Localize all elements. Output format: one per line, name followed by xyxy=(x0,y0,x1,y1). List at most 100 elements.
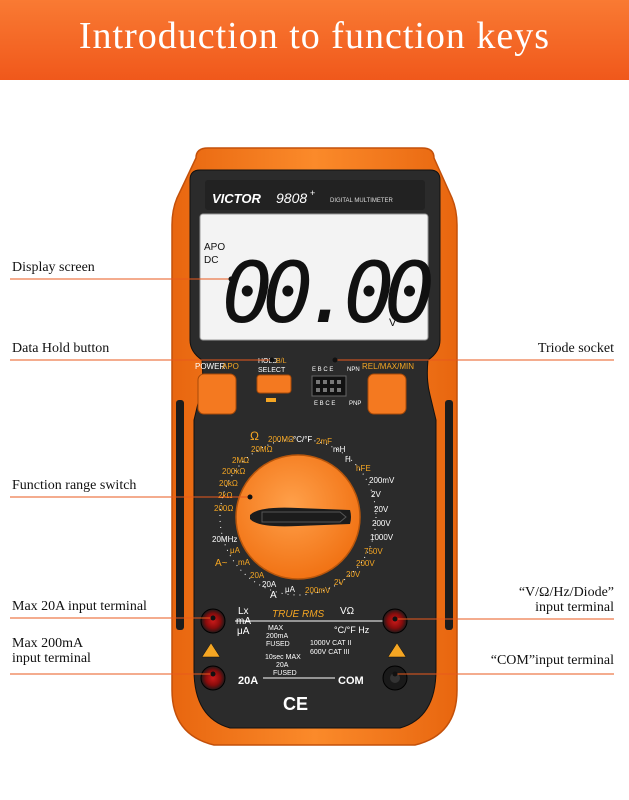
callout-v-ohm-line2: input terminal xyxy=(535,600,614,615)
switch-pointer-grip xyxy=(250,507,351,527)
callout-max-20a: Max 20A input terminal xyxy=(12,599,147,614)
dial-200ohm: 200Ω xyxy=(214,504,233,513)
dial-200kohm: 200kΩ xyxy=(222,467,245,476)
dial-200mv-ac: 200mV xyxy=(305,586,331,595)
backlight-icon xyxy=(266,398,276,402)
max-line3: FUSED xyxy=(266,641,290,648)
callout-max-200ma-line2: input terminal xyxy=(12,651,91,666)
fused10-line1: 10sec MAX xyxy=(265,654,301,661)
dial-ma: mA xyxy=(238,558,251,567)
hold-key-label: HOLD xyxy=(258,358,277,365)
max-200ma-ua-jack[interactable] xyxy=(200,608,226,634)
fused10-line2: 20A xyxy=(276,662,289,669)
com-jack-core xyxy=(390,673,400,683)
callout-leader-lines xyxy=(10,278,614,675)
terminal-20a-label: 20A xyxy=(238,675,258,687)
banner-title: Introduction to function keys xyxy=(78,15,551,57)
max-line1: MAX xyxy=(268,625,284,632)
dial-a-ac: A~ xyxy=(215,558,228,569)
right-grip xyxy=(445,400,453,630)
model-suffix: + xyxy=(310,188,315,198)
dial-hfe: hFE xyxy=(356,464,371,473)
switch-pointer-ridges xyxy=(261,511,347,523)
header-plate xyxy=(205,180,425,210)
dial-2v-ac: 2V xyxy=(334,578,344,587)
callout-max-200ma-line1: Max 200mA xyxy=(12,636,84,651)
dial-2v-dc: 2V xyxy=(371,490,381,499)
dial-temp: °C/°F xyxy=(293,435,312,444)
display-screen xyxy=(199,213,429,341)
c-f-hz-label: °C/°F Hz xyxy=(334,625,370,635)
dial-omega: Ω xyxy=(250,429,259,443)
ua-label: μA xyxy=(237,626,250,637)
triode-socket[interactable] xyxy=(311,375,347,397)
callout-display-screen: Display screen xyxy=(12,260,95,275)
dial-20v-dc: 20V xyxy=(374,505,389,514)
lx-label: Lx xyxy=(238,606,249,617)
warning-icon-right xyxy=(387,642,407,658)
triode-socket-holes xyxy=(316,380,341,392)
dial-20kohm: 20kΩ xyxy=(219,479,238,488)
cat-rating-1: 1000V CAT II xyxy=(310,640,351,647)
dial-tick-ring xyxy=(219,438,377,596)
rel-max-min-button[interactable] xyxy=(367,373,407,415)
meter-subtitle: DIGITAL MULTIMETER xyxy=(330,198,394,204)
dial-a-dc: A xyxy=(270,590,277,601)
rel-key-label: REL/MAX/MIN xyxy=(362,362,414,371)
callout-function-switch: Function range switch xyxy=(12,478,137,493)
power-key-label: POWER xyxy=(195,362,225,371)
pnp-label: PNP xyxy=(349,401,361,407)
npn-pin-labels: E B C E xyxy=(312,367,333,373)
callout-dots xyxy=(210,276,398,677)
dial-1000v-dc: 1000V xyxy=(370,533,394,542)
ce-mark: CE xyxy=(283,694,308,714)
brand-logo: VICTOR xyxy=(212,191,261,206)
select-key-label: SELECT xyxy=(258,367,286,374)
cat-rating-2: 600V CAT III xyxy=(310,649,349,656)
callout-triode-socket: Triode socket xyxy=(537,341,614,356)
dial-ua: μA xyxy=(230,546,241,555)
lcd-reading: 00.00 xyxy=(222,244,431,342)
dial-200mohm: 200MΩ xyxy=(268,435,294,444)
npn-label: NPN xyxy=(347,367,360,373)
dial-ua-low: μA xyxy=(285,585,296,594)
dial-scale: Ω 200MΩ °C/°F 2mF 20MΩ 2MΩ 200kΩ 20kΩ 2k… xyxy=(212,429,395,601)
terminal-com-label: COM xyxy=(338,675,364,687)
hold-key-bl: B/L xyxy=(276,358,287,365)
dial-200mv-dc: 200mV xyxy=(369,476,395,485)
dial-200v-dc: 200V xyxy=(372,519,391,528)
dial-20a: 20A xyxy=(250,571,265,580)
dial-20a-low: 20A xyxy=(262,580,277,589)
fused10-line3: FUSED xyxy=(273,670,297,677)
v-ohm-label: VΩ xyxy=(340,606,355,617)
max-20a-jack[interactable] xyxy=(200,665,226,691)
power-key-apo: APO xyxy=(222,362,239,371)
dial-750v: 750V xyxy=(364,547,383,556)
dial-h: H xyxy=(345,455,351,464)
dial-2mohm: 2MΩ xyxy=(232,456,249,465)
warning-icon-left xyxy=(201,642,221,658)
dial-200v-ac: 200V xyxy=(356,559,375,568)
dial-20v-ac: 20V xyxy=(346,570,361,579)
title-banner: Introduction to function keys xyxy=(0,0,629,80)
callout-data-hold: Data Hold button xyxy=(12,341,110,356)
ma-label: mA xyxy=(236,616,251,627)
left-grip xyxy=(176,400,184,630)
dial-20mhz: 20MHz xyxy=(212,535,237,544)
data-hold-button[interactable] xyxy=(256,374,292,394)
model-number: 9808 xyxy=(276,190,307,206)
power-button[interactable] xyxy=(197,373,237,415)
dial-2kohm: 2kΩ xyxy=(218,491,232,500)
max-line2: 200mA xyxy=(266,633,289,640)
dial-2mf: 2mF xyxy=(316,437,332,446)
lcd-dc: DC xyxy=(204,255,218,266)
dial-mh: mH xyxy=(333,445,346,454)
callout-v-ohm-line1: “V/Ω/Hz/Diode” xyxy=(518,585,614,600)
pnp-pin-labels: E B C E xyxy=(314,401,335,407)
callout-com-terminal: “COM”input terminal xyxy=(490,653,614,668)
dial-20mohm: 20MΩ xyxy=(251,445,273,454)
lcd-apo: APO xyxy=(204,242,225,253)
true-rms-label: TRUE RMS xyxy=(272,609,325,620)
lcd-unit: V xyxy=(389,317,397,329)
